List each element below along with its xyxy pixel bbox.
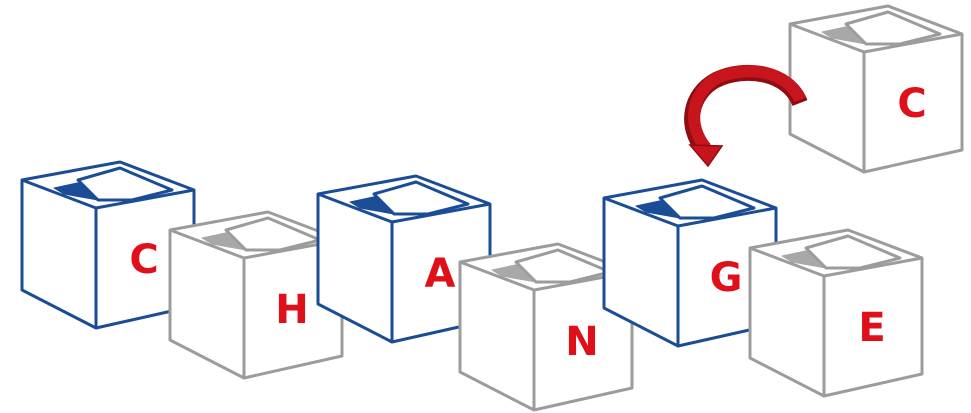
box-2: H <box>170 212 342 378</box>
box-letter: E <box>858 305 885 351</box>
box-letter: H <box>275 287 308 333</box>
box-6: E <box>750 230 922 396</box>
box-letter: A <box>425 251 456 297</box>
box-letter: N <box>565 319 598 365</box>
box-7: C <box>790 6 962 172</box>
box-letter: G <box>710 255 743 301</box>
curved-arrow-icon <box>690 71 800 166</box>
box-letter: C <box>129 237 158 283</box>
box-letter: C <box>897 81 926 127</box>
box-1: C <box>22 162 194 328</box>
